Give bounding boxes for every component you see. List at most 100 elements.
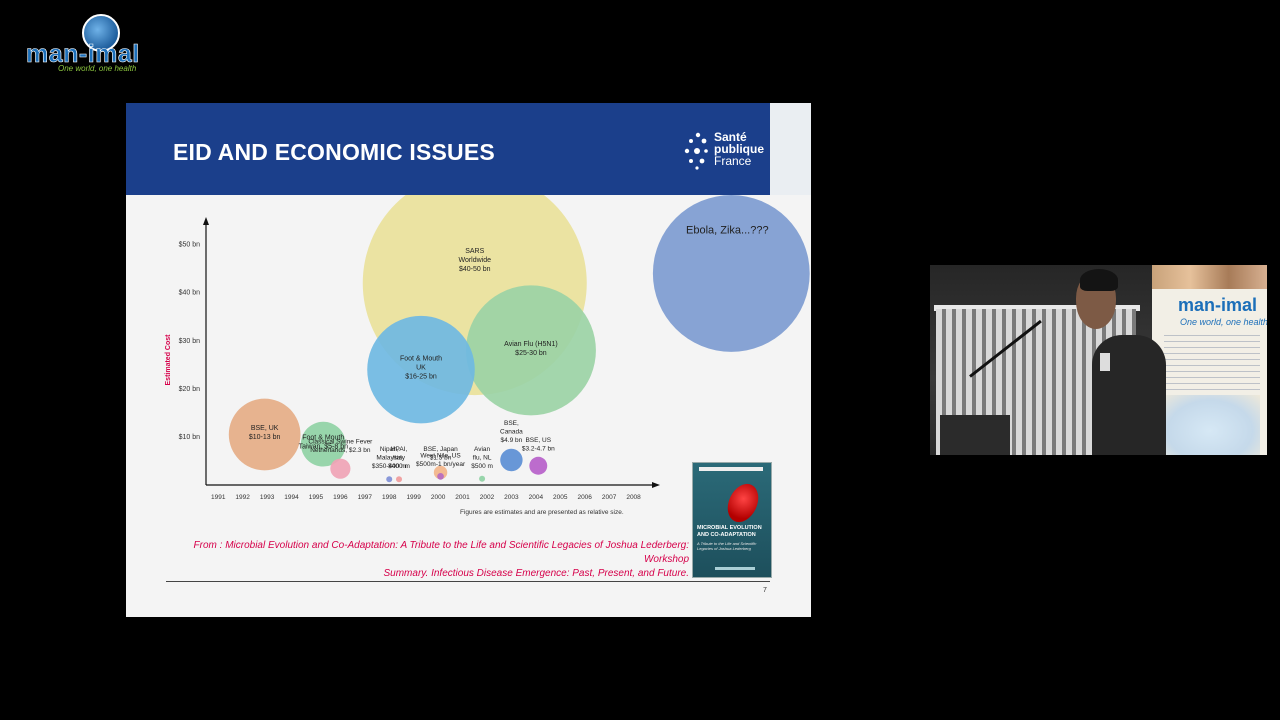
book-top-band (699, 467, 763, 471)
banner-map (1160, 395, 1260, 455)
bubble-label-1: Avian Flu (H5N1) $25-30 bn (504, 341, 558, 357)
speaker-video: man-imal One world, one health (930, 265, 1267, 455)
dots-icon (684, 132, 708, 170)
slide-header-strip (770, 103, 811, 195)
bubble-label-13: Ebola, Zika...??? (686, 224, 769, 236)
y-tick-label-2: $30 bn (179, 338, 201, 345)
brand-line-3: France (714, 154, 752, 168)
x-tick-label-10: 2001 (455, 494, 470, 501)
bubble-label-line: $10-13 bn (249, 434, 281, 441)
y-tick-label-3: $40 bn (179, 290, 201, 297)
bubble-label-line: $25-30 bn (515, 350, 547, 357)
video-banner: man-imal One world, one health (1152, 265, 1267, 455)
x-tick-label-6: 1997 (358, 494, 373, 501)
x-tick-label-4: 1995 (309, 494, 324, 501)
speaker-badge (1100, 353, 1110, 371)
man-imal-logo: man-imal One world, one health (22, 14, 162, 76)
bubble-label-line: Foot & Mouth (400, 356, 442, 363)
bubble-2 (367, 315, 475, 424)
bubble-7 (396, 476, 403, 483)
footer-divider (166, 581, 770, 582)
bubble-4 (300, 421, 346, 467)
bubble-label-8: BSE, Japan$1.5 bn (423, 446, 458, 462)
banner-tagline: One world, one health (1180, 317, 1267, 327)
bubble-label-line: BSE, (504, 420, 519, 427)
bubble-label-line: Avian (474, 446, 491, 453)
bubble-label-9: West Nile, US$500m-1 bn/year (416, 452, 466, 468)
bubble-label-line: flu, NL (473, 454, 492, 461)
bubble-9 (437, 472, 444, 480)
x-tick-label-0: 1991 (211, 494, 226, 501)
bubble-label-line: $500 m (471, 463, 493, 470)
banner-logo: man-imal (1178, 295, 1258, 315)
slide-header: EID AND ECONOMIC ISSUES Santé publique F… (126, 103, 770, 195)
y-axis-arrow (203, 217, 209, 225)
video-radiator-top (934, 305, 1140, 311)
x-tick-label-11: 2002 (480, 494, 495, 501)
book-footer-band (715, 567, 755, 570)
x-tick-label-7: 1998 (382, 494, 397, 501)
bubble-6 (386, 476, 393, 483)
slide-title: EID AND ECONOMIC ISSUES (173, 139, 495, 165)
citation: From : Microbial Evolution and Co-Adapta… (149, 539, 689, 581)
x-tick-label-2: 1993 (260, 494, 275, 501)
bubble-label-line: Italy (393, 455, 406, 462)
x-tick-label-9: 2000 (431, 494, 446, 501)
bubble-label-line: $40-50 bn (459, 266, 491, 273)
book-cover: MICROBIAL EVOLUTION AND CO-ADAPTATION A … (692, 462, 772, 578)
brand-line-2: publique (714, 142, 764, 156)
x-tick-label-8: 1999 (406, 494, 421, 501)
bubble-label-line: BSE, UK (251, 425, 279, 432)
bubble-label-line: Malaysia (376, 455, 402, 462)
bubble-label-line: Worldwide (458, 257, 491, 264)
bubble-label-line: $500m-1 bn/year (416, 461, 466, 468)
banner-text-lines (1164, 335, 1260, 391)
bubble-5 (330, 458, 351, 479)
y-tick-label-0: $10 bn (179, 434, 201, 441)
bubble-label-6: Nipah, Malaysia$350-400 m (372, 446, 407, 470)
bubble-label-12: BSE, US$3.2-4.7 bn (522, 437, 555, 453)
x-tick-label-12: 2003 (504, 494, 519, 501)
bubble-label-line: $350-400 m (372, 463, 407, 470)
bubble-label-line: Canada (500, 428, 523, 435)
bubble-label-line: UK (416, 365, 426, 372)
speaker-hair (1080, 269, 1118, 291)
bubble-label-line: BSE, US (525, 437, 551, 444)
globe-icon (82, 14, 120, 52)
bubble-label-line: Nipah, (380, 446, 399, 453)
bubble-11 (500, 448, 523, 472)
bubble-label-line: SARS (465, 248, 484, 255)
x-tick-label-17: 2008 (626, 494, 641, 501)
x-tick-label-5: 1996 (333, 494, 348, 501)
bubble-label-3: BSE, UK $10-13 bn (249, 425, 281, 441)
sante-publique-logo: Santé publique France (684, 129, 768, 175)
video-podium (940, 415, 1010, 455)
bubble-label-line: $3.2-4.7 bn (522, 445, 555, 452)
bubble-label-line: $4.9 bn (501, 437, 523, 444)
book-title: MICROBIAL EVOLUTION AND CO-ADAPTATION (697, 525, 762, 538)
y-axis-label: Estimated Cost (165, 334, 172, 386)
bubble-label-11: BSE,Canada $4.9 bn (500, 420, 523, 444)
bubble-label-line: BSE, Japan (423, 446, 458, 453)
bubble-1 (465, 285, 596, 416)
bubble-label-line: Ebola, Zika...??? (686, 224, 769, 236)
logo-tagline: One world, one health (58, 64, 137, 73)
brand-line-1: Santé (714, 130, 747, 144)
x-axis-arrow (652, 482, 660, 488)
citation-line-2: Summary. Infectious Disease Emergence: P… (383, 568, 689, 579)
bubble-label-0: SARS Worldwide $40-50 bn (458, 248, 491, 273)
bubble-label-line: $1.5 bn (430, 454, 452, 461)
bubble-label-line: Avian Flu (H5N1) (504, 341, 558, 348)
bubble-3 (228, 398, 301, 471)
x-tick-label-14: 2005 (553, 494, 568, 501)
bubble-label-line: $400 m (388, 463, 410, 470)
y-tick-label-1: $20 bn (179, 386, 201, 393)
bubble-label-line: Classical Swine Fever (308, 439, 373, 446)
bubble-12 (529, 456, 548, 475)
bubble-label-line: Netherlands, $2.3 bn (310, 447, 371, 454)
page-number: 7 (763, 587, 767, 594)
